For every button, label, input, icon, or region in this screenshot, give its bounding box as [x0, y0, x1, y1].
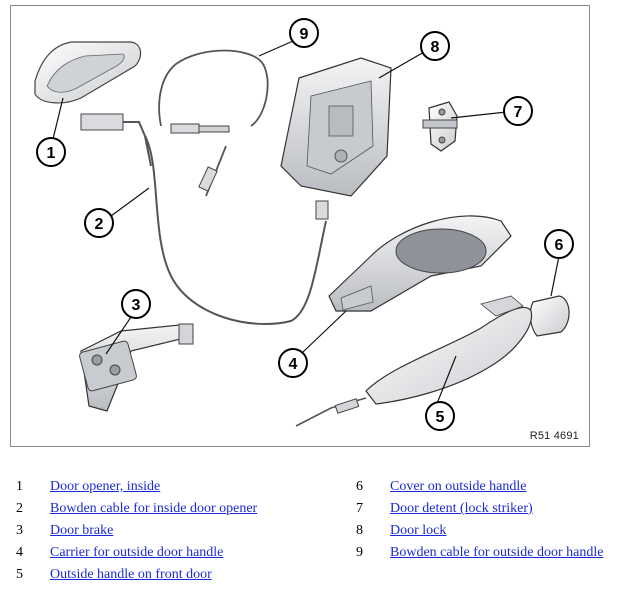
legend-link-bowden-cable-inside[interactable]: Bowden cable for inside door opener [50, 501, 258, 516]
callout-1: 1 [36, 137, 66, 167]
outside-handle-part [295, 295, 533, 427]
callout-2: 2 [84, 208, 114, 238]
callout-5: 5 [425, 401, 455, 431]
legend-link-handle-carrier[interactable]: Carrier for outside door handle [50, 545, 224, 560]
svg-text:2: 2 [95, 216, 104, 233]
svg-text:4: 4 [289, 356, 298, 373]
handle-carrier-part [328, 215, 512, 312]
door-detent-part [422, 101, 458, 152]
svg-text:6: 6 [555, 237, 564, 254]
bowden-cable-inside-part [80, 113, 327, 325]
legend-link-door-brake[interactable]: Door brake [50, 523, 114, 538]
callout-6: 6 [544, 229, 574, 259]
legend-link-handle-cover[interactable]: Cover on outside handle [390, 479, 527, 494]
door-lock-part [280, 57, 392, 220]
svg-text:7: 7 [514, 104, 523, 121]
bowden-cable-outside-part [158, 49, 269, 197]
legend-link-door-lock[interactable]: Door lock [390, 523, 447, 538]
legend-link-outside-handle[interactable]: Outside handle on front door [50, 567, 212, 582]
figure-code: R51 4691 [529, 430, 579, 442]
door-opener-inside-part [34, 41, 142, 104]
handle-cover-part [529, 295, 570, 337]
callout-9: 9 [289, 18, 319, 48]
svg-text:9: 9 [300, 26, 309, 43]
svg-text:8: 8 [431, 39, 440, 56]
callout-8: 8 [420, 31, 450, 61]
svg-text:3: 3 [132, 297, 141, 314]
parts-diagram: 1 2 3 4 5 6 7 8 9 R51 4691 [10, 5, 590, 447]
leader-lines [52, 40, 560, 407]
parts-drawing: 1 2 3 4 5 6 7 8 9 [34, 18, 574, 431]
callout-3: 3 [121, 289, 151, 319]
svg-text:1: 1 [47, 145, 56, 162]
legend-link-bowden-cable-outside[interactable]: Bowden cable for outside door handle [390, 545, 604, 560]
legend-link-door-opener-inside[interactable]: Door opener, inside [50, 479, 161, 494]
callout-7: 7 [503, 96, 533, 126]
legend-link-door-detent[interactable]: Door detent (lock striker) [390, 501, 533, 516]
callout-4: 4 [278, 348, 308, 378]
svg-text:5: 5 [436, 409, 445, 426]
door-brake-part [79, 323, 194, 412]
